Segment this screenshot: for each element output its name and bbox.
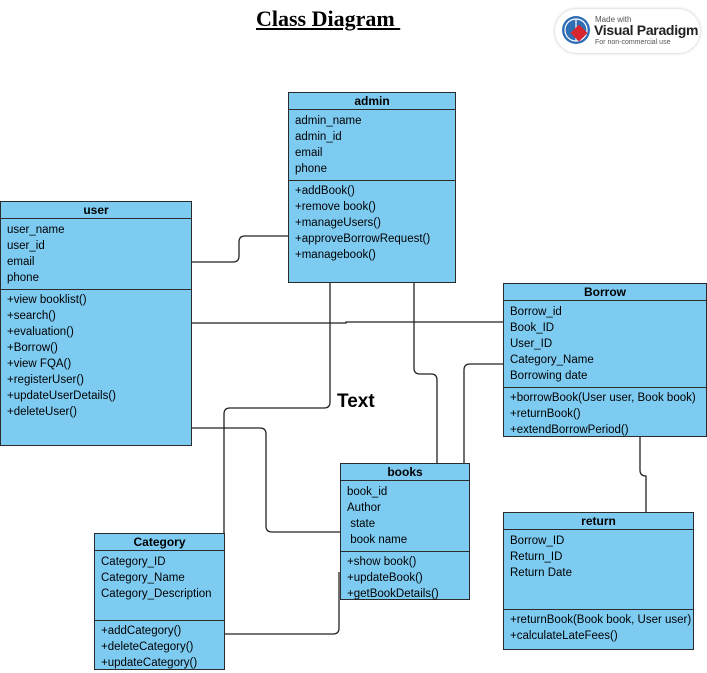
operation: +managebook() bbox=[295, 249, 376, 261]
operation: +returnBook() bbox=[510, 408, 581, 420]
attribute: Borrowing date bbox=[510, 370, 588, 382]
attribute: user_name bbox=[7, 224, 65, 236]
class-name: Category bbox=[95, 534, 224, 551]
operation: +returnBook(Book book, User user) bbox=[510, 614, 692, 626]
connector-borrow-return bbox=[639, 437, 647, 512]
operation: +view booklist() bbox=[7, 294, 87, 306]
diagram-title: Class Diagram bbox=[256, 6, 401, 31]
connector-user-borrow bbox=[191, 321, 503, 324]
operation: +show book() bbox=[347, 556, 417, 568]
class-name: admin bbox=[289, 93, 455, 110]
operation-list: +borrowBook(User user, Book book) +retur… bbox=[504, 388, 706, 440]
operation: +remove book() bbox=[295, 201, 376, 213]
attribute: phone bbox=[7, 272, 39, 284]
operation: +updateUserDetails() bbox=[7, 390, 116, 402]
operation: +manageUsers() bbox=[295, 217, 381, 229]
attribute: state bbox=[347, 518, 376, 530]
connector-user-admin bbox=[191, 235, 288, 263]
operation: +getBookDetails() bbox=[347, 588, 439, 600]
operation-list: +addBook() +remove book() +manageUsers()… bbox=[289, 181, 455, 265]
class-books[interactable]: books book_id Author state book name +sh… bbox=[340, 463, 470, 600]
class-name: user bbox=[1, 202, 191, 219]
attribute: email bbox=[7, 256, 35, 268]
class-admin[interactable]: admin admin_name admin_id email phone +a… bbox=[288, 92, 456, 283]
attribute-list: admin_name admin_id email phone bbox=[289, 110, 455, 181]
connector-category-books bbox=[225, 572, 340, 635]
operation: +approveBorrowRequest() bbox=[295, 233, 431, 245]
operation-list: +addCategory() +deleteCategory() +update… bbox=[95, 621, 224, 673]
operation: +extendBorrowPeriod() bbox=[510, 424, 629, 436]
floating-text-label: Text bbox=[337, 391, 375, 412]
class-category[interactable]: Category Category_ID Category_Name Categ… bbox=[94, 533, 225, 670]
attribute: User_ID bbox=[510, 338, 553, 350]
operation: +addCategory() bbox=[101, 625, 182, 637]
attribute: Category_Name bbox=[510, 354, 594, 366]
operation-list: +returnBook(Book book, User user) +calcu… bbox=[504, 610, 693, 646]
class-name: Borrow bbox=[504, 284, 706, 301]
class-borrow[interactable]: Borrow Borrow_id Book_ID User_ID Categor… bbox=[503, 283, 707, 437]
attribute-list: user_name user_id email phone bbox=[1, 219, 191, 290]
badge-license: For non-commercial use bbox=[595, 39, 671, 46]
badge-brand: Visual Paradigm bbox=[594, 22, 699, 38]
attribute: Category_ID bbox=[101, 556, 166, 568]
attribute-list: Borrow_id Book_ID User_ID Category_Name … bbox=[504, 301, 706, 388]
operation-list: +view booklist() +search() +evaluation()… bbox=[1, 290, 191, 422]
operation: +evaluation() bbox=[7, 326, 74, 338]
attribute: book name bbox=[347, 534, 408, 546]
attribute: email bbox=[295, 147, 323, 159]
operation: +search() bbox=[7, 310, 56, 322]
operation: +view FQA() bbox=[7, 358, 72, 370]
attribute: phone bbox=[295, 163, 327, 175]
badge-made-with: Made with bbox=[595, 15, 632, 24]
attribute-list: Category_ID Category_Name Category_Descr… bbox=[95, 551, 224, 621]
attribute-list: Borrow_ID Return_ID Return Date bbox=[504, 530, 693, 610]
operation: +registerUser() bbox=[7, 374, 85, 386]
attribute: Category_Description bbox=[101, 588, 212, 600]
connector-admin-books bbox=[413, 283, 438, 463]
attribute: admin_id bbox=[295, 131, 342, 143]
attribute: Return_ID bbox=[510, 551, 563, 563]
operation: +updateBook() bbox=[347, 572, 423, 584]
class-return[interactable]: return Borrow_ID Return_ID Return Date +… bbox=[503, 512, 694, 650]
attribute: Category_Name bbox=[101, 572, 185, 584]
class-name: return bbox=[504, 513, 693, 530]
attribute: admin_name bbox=[295, 115, 362, 127]
attribute: user_id bbox=[7, 240, 45, 252]
attribute: book_id bbox=[347, 486, 388, 498]
operation-list: +show book() +updateBook() +getBookDetai… bbox=[341, 552, 469, 604]
attribute: Borrow_id bbox=[510, 306, 562, 318]
operation: +deleteCategory() bbox=[101, 641, 194, 653]
attribute: Return Date bbox=[510, 567, 573, 579]
attribute: Borrow_ID bbox=[510, 535, 565, 547]
connector-admin-category bbox=[223, 283, 331, 533]
operation: +Borrow() bbox=[7, 342, 58, 354]
connector-user-books bbox=[191, 427, 340, 533]
operation: +deleteUser() bbox=[7, 406, 77, 418]
connector-books-borrow bbox=[463, 363, 503, 463]
operation: +updateCategory() bbox=[101, 657, 198, 669]
attribute-list: book_id Author state book name bbox=[341, 481, 469, 552]
operation: +borrowBook(User user, Book book) bbox=[510, 392, 696, 404]
attribute: Author bbox=[347, 502, 381, 514]
attribute: Book_ID bbox=[510, 322, 555, 334]
class-user[interactable]: user user_name user_id email phone +view… bbox=[0, 201, 192, 446]
visual-paradigm-badge: Made with Visual Paradigm For non-commer… bbox=[555, 9, 700, 53]
visual-paradigm-logo-icon bbox=[562, 16, 590, 44]
class-name: books bbox=[341, 464, 469, 481]
operation: +addBook() bbox=[295, 185, 355, 197]
operation: +calculateLateFees() bbox=[510, 630, 618, 642]
